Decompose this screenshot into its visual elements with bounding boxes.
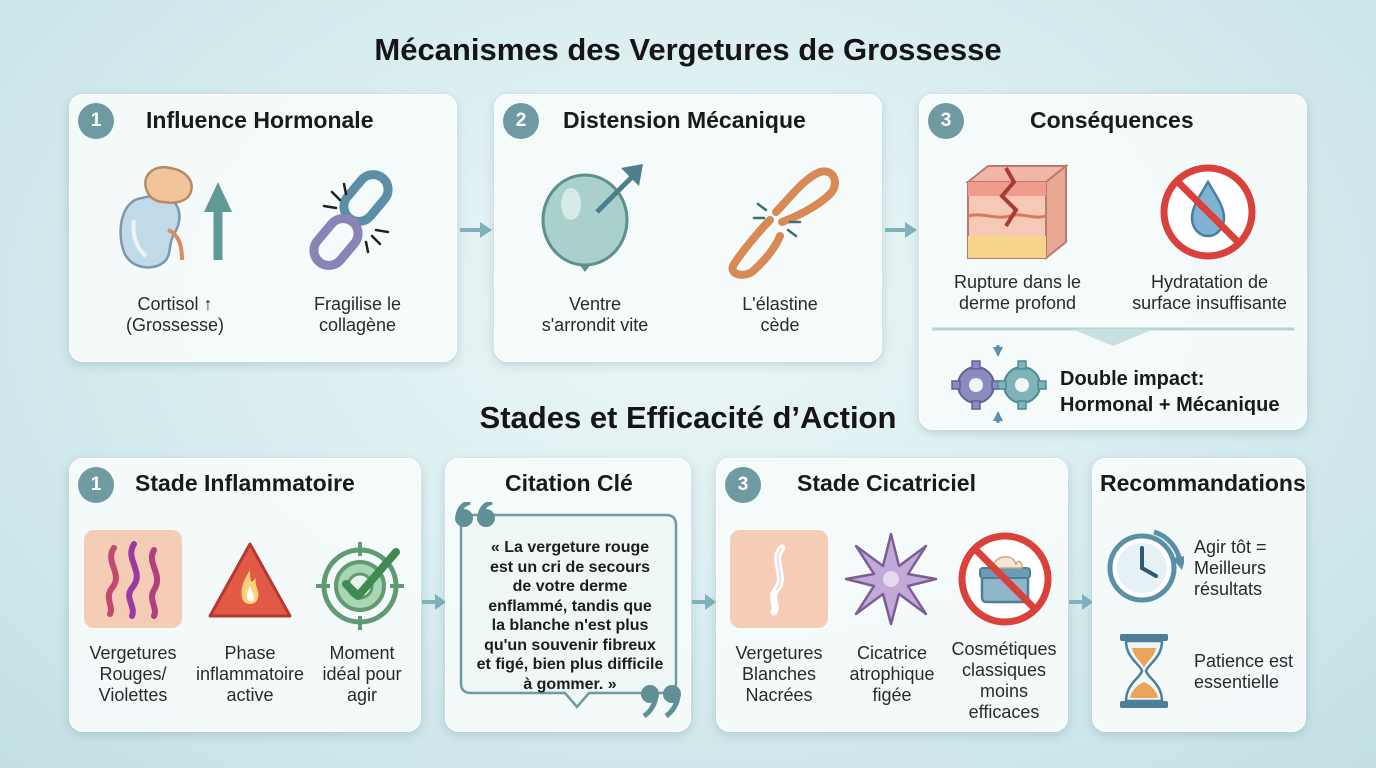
- balloon-icon: [541, 164, 643, 272]
- consequences-divider: [932, 327, 1294, 346]
- caption-rupture: Rupture dans le derme profond: [953, 272, 1082, 313]
- no-cream-icon: [958, 532, 1052, 626]
- caption-white-marks: Vergetures Blanches Nacrées: [735, 643, 823, 705]
- section-subtitle: Stades et Efficacité d’Action: [479, 400, 897, 435]
- red-stretch-marks-icon: [84, 530, 182, 628]
- caption-belly: Ventre s'arrondit vite: [541, 294, 649, 335]
- quote-close-icon: [641, 685, 681, 718]
- kidney-adrenal-icon: [119, 165, 232, 269]
- caption-hydration: Hydratation de surface insuffisante: [1132, 272, 1287, 313]
- stage-badge-3: 3: [725, 467, 761, 503]
- caption-ideal-moment: Moment idéal pour agir: [322, 643, 402, 705]
- caption-collagen: Fragilise le collagène: [313, 294, 402, 335]
- hourglass-icon: [1120, 634, 1168, 708]
- no-hydration-icon: [1160, 164, 1256, 260]
- caption-elastin: L'élastine cède: [742, 294, 818, 335]
- caption-cosmetics: Cosmétiques classiques moins efficaces: [951, 639, 1057, 722]
- step-badge-3: 3: [928, 103, 964, 139]
- double-impact-label: Double impact: Hormonal + Mécanique: [1060, 368, 1280, 416]
- white-stretch-mark-icon: [730, 530, 828, 628]
- step-badge-1: 1: [78, 103, 114, 139]
- gears-icon: [951, 345, 1047, 423]
- flow-arrow-5: [1069, 594, 1093, 610]
- broken-chain-icon: [309, 170, 393, 270]
- flow-arrow-3: [422, 594, 446, 610]
- card-title-mechanical: Distension Mécanique: [563, 107, 806, 133]
- quote-open-icon: [455, 502, 495, 527]
- rec-patience: Patience est essentielle: [1194, 651, 1294, 692]
- quote-text: « La vergeture rouge est un cri de secou…: [476, 539, 664, 693]
- caption-inflammatory-phase: Phase inflammatoire active: [195, 643, 305, 705]
- card-title-consequences: Conséquences: [1030, 107, 1194, 133]
- rec-act-early: Agir tôt = Meilleurs résultats: [1194, 537, 1267, 599]
- caption-cortisol: Cortisol ↑ (Grossesse): [125, 294, 224, 335]
- target-check-icon: [316, 542, 404, 630]
- clock-icon: [1107, 529, 1184, 603]
- card-title-scar: Stade Cicatriciel: [797, 470, 976, 496]
- flow-arrow-4: [692, 594, 716, 610]
- broken-elastic-icon: [728, 167, 839, 279]
- card-title-recommendations: Recommandations: [1100, 470, 1306, 496]
- skin-rupture-icon: [965, 163, 1069, 261]
- card-title-inflammatory: Stade Inflammatoire: [135, 470, 355, 496]
- main-title: Mécanismes des Vergetures de Grossesse: [374, 32, 1002, 67]
- step-badge-2: 2: [503, 103, 539, 139]
- atrophic-star-icon: [844, 532, 938, 626]
- caption-red-marks: Vergetures Rouges/ Violettes: [89, 643, 177, 705]
- flow-arrow-2: [885, 222, 917, 238]
- fire-warning-icon: [208, 542, 292, 618]
- caption-atrophic-scar: Cicatrice atrophique figée: [849, 643, 935, 705]
- card-title-hormonal: Influence Hormonale: [146, 107, 374, 133]
- stage-badge-1: 1: [78, 467, 114, 503]
- card-title-quote: Citation Clé: [505, 470, 633, 496]
- flow-arrow-1: [460, 222, 492, 238]
